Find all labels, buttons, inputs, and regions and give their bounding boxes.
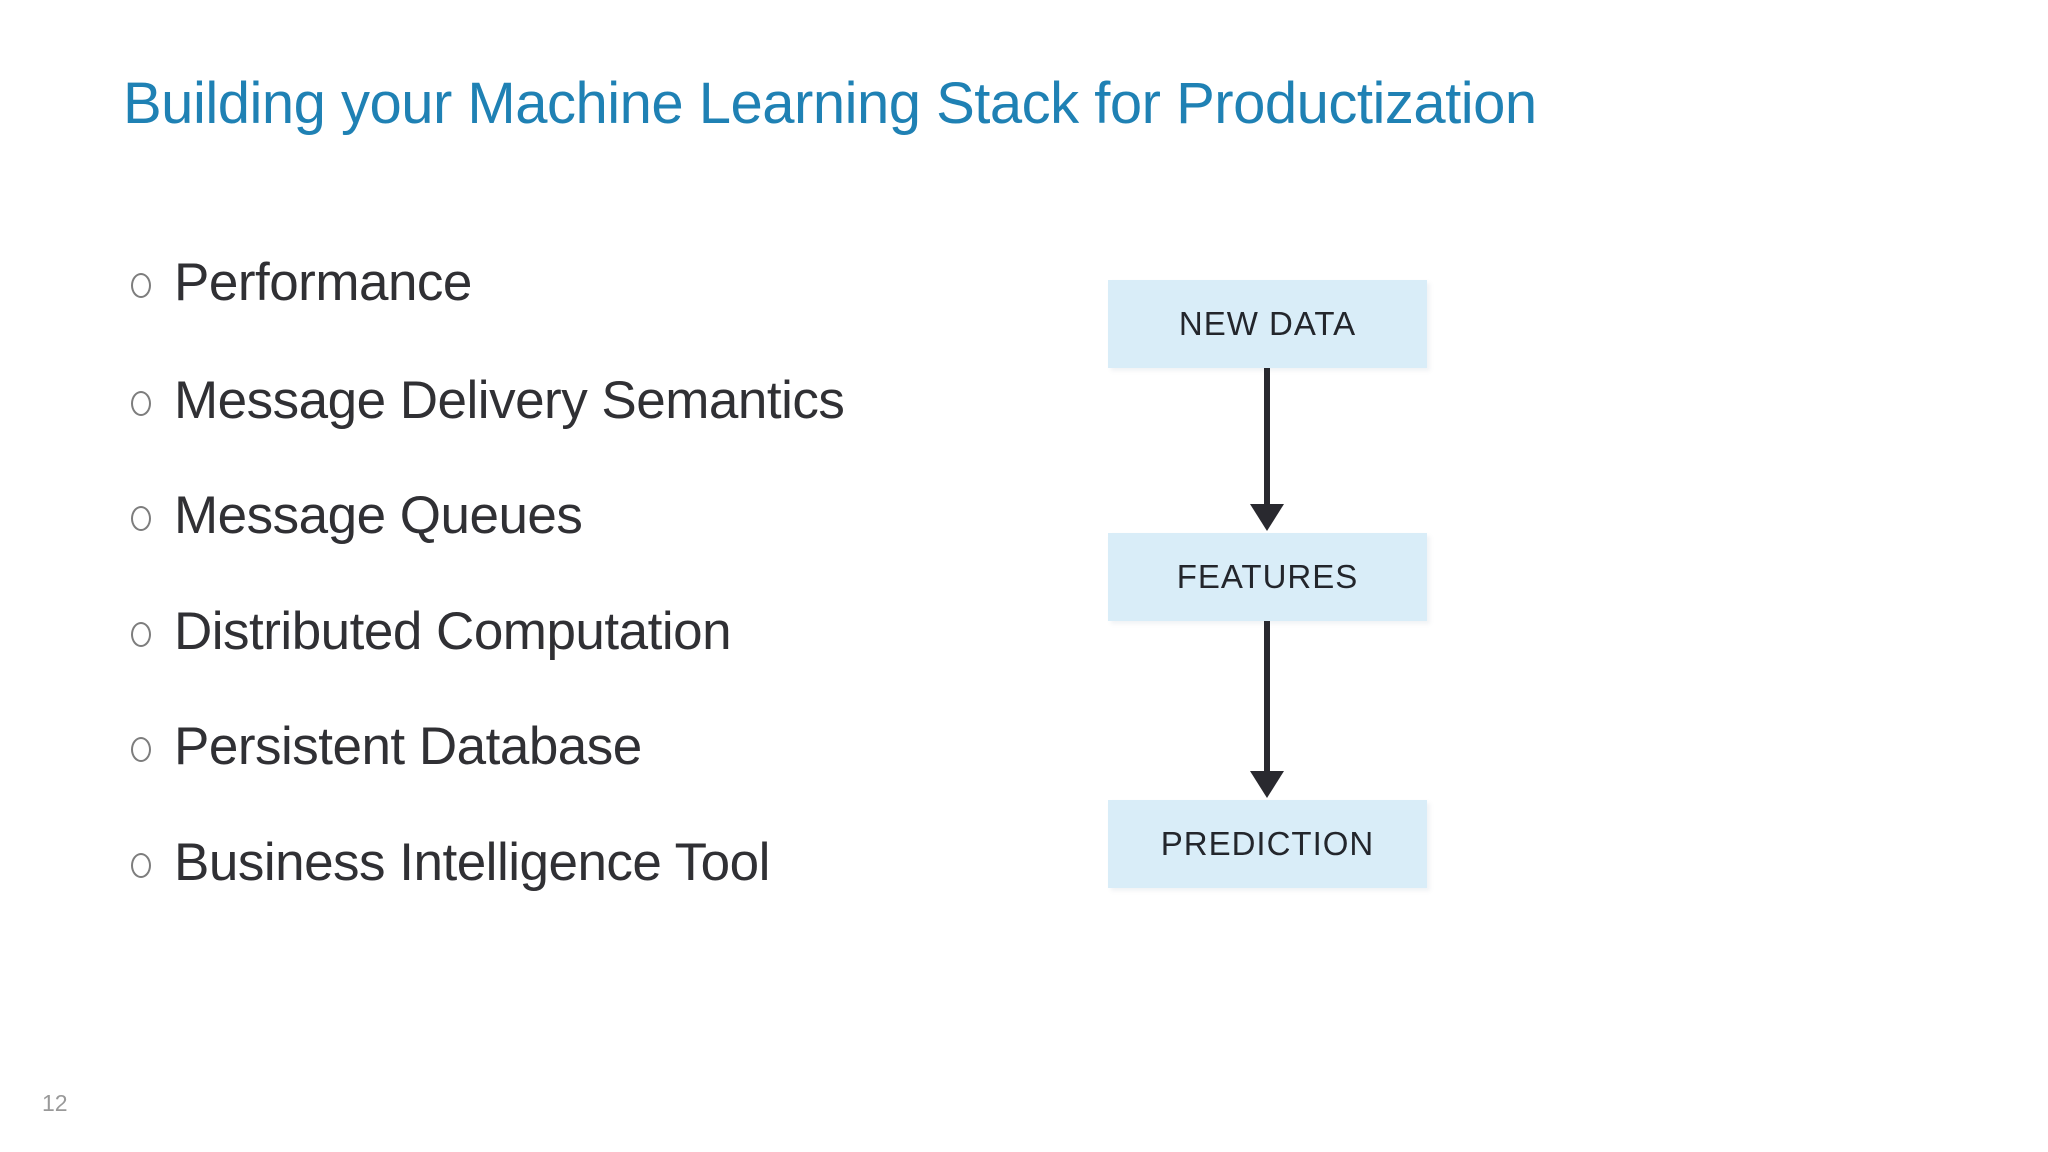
circle-bullet-icon	[131, 272, 151, 298]
page-number: 12	[42, 1090, 68, 1116]
flow-box-label: PREDICTION	[1160, 825, 1375, 862]
list-item-label: Distributed Computation	[174, 601, 732, 661]
list-item: Message Delivery Semantics	[131, 369, 845, 431]
list-item: Distributed Computation	[131, 600, 732, 662]
circle-bullet-icon	[131, 736, 151, 762]
down-arrow-icon	[1250, 621, 1284, 798]
circle-bullet-icon	[131, 621, 151, 647]
flow-box-new-data: NEW DATA	[1108, 280, 1427, 368]
list-item-label: Persistent Database	[174, 716, 642, 776]
circle-bullet-icon	[131, 852, 151, 878]
down-arrow-icon	[1250, 368, 1284, 531]
list-item: Performance	[131, 251, 472, 313]
list-item-label: Performance	[174, 252, 472, 312]
flow-box-features: FEATURES	[1108, 533, 1427, 621]
list-item-label: Message Queues	[174, 485, 583, 545]
list-item: Persistent Database	[131, 715, 642, 777]
flow-box-label: NEW DATA	[1178, 305, 1357, 342]
arrow-shaft	[1264, 368, 1270, 506]
list-item: Message Queues	[131, 484, 583, 546]
list-item: Business Intelligence Tool	[131, 831, 770, 893]
slide-title: Building your Machine Learning Stack for…	[123, 71, 1537, 136]
list-item-label: Message Delivery Semantics	[174, 370, 845, 430]
arrow-head	[1250, 504, 1284, 531]
arrow-head	[1250, 771, 1284, 798]
flow-box-prediction: PREDICTION	[1108, 800, 1427, 888]
list-item-label: Business Intelligence Tool	[174, 832, 770, 892]
circle-bullet-icon	[131, 505, 151, 531]
circle-bullet-icon	[131, 390, 151, 416]
flow-box-label: FEATURES	[1176, 558, 1359, 595]
arrow-shaft	[1264, 621, 1270, 773]
